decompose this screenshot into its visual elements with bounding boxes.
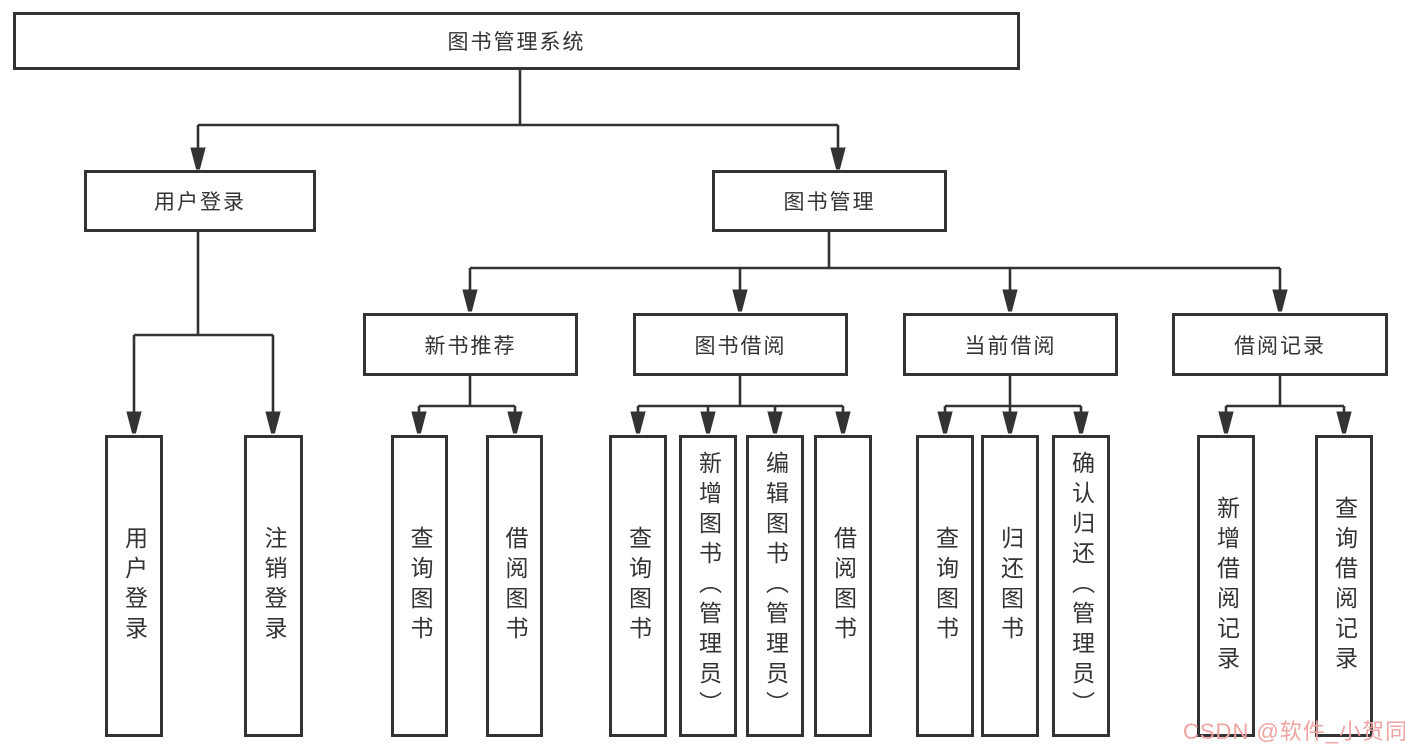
node-book-borrow: 图书借阅: [633, 313, 848, 376]
connector-current-borrow-children: [937, 376, 1089, 434]
connector-book-borrow-children: [630, 376, 851, 434]
connector-book-mgmt-children: [462, 232, 1288, 312]
leaf-cb-return-books: 归还图书: [981, 435, 1039, 737]
node-root: 图书管理系统: [13, 12, 1020, 70]
leaf-rec-query-books: 查询图书: [391, 435, 448, 737]
leaf-user-login: 用户登录: [105, 435, 163, 737]
leaf-br-add-record: 新增借阅记录: [1197, 435, 1255, 737]
csdn-watermark: CSDN @软件_小贺同学: [1183, 719, 1405, 744]
connector-user-login-children: [126, 232, 281, 434]
leaf-rec-query-books-label: 查询图书: [407, 526, 433, 646]
leaf-logout-label: 注销登录: [261, 526, 287, 646]
leaf-cb-confirm-return-admin: 确认归还（管理员）: [1052, 435, 1110, 737]
leaf-bb-add-books-admin-label: 新增图书（管理员）: [695, 451, 722, 721]
node-new-book-rec-label: 新书推荐: [424, 334, 517, 358]
leaf-br-query-record-label: 查询借阅记录: [1331, 496, 1358, 676]
node-book-mgmt: 图书管理: [712, 170, 947, 232]
leaf-rec-borrow-books-label: 借阅图书: [502, 526, 528, 646]
leaf-cb-return-books-label: 归还图书: [997, 526, 1024, 646]
leaf-br-query-record: 查询借阅记录: [1315, 435, 1373, 737]
leaf-user-login-label: 用户登录: [121, 526, 148, 646]
connector-root-to-level2: [190, 66, 846, 170]
node-book-borrow-label: 图书借阅: [694, 334, 787, 358]
node-borrow-record-label: 借阅记录: [1234, 334, 1326, 358]
leaf-cb-confirm-return-admin-label: 确认归还（管理员）: [1068, 451, 1095, 721]
node-current-borrow-label: 当前借阅: [964, 334, 1057, 358]
leaf-bb-borrow-books: 借阅图书: [814, 435, 872, 737]
leaf-bb-add-books-admin: 新增图书（管理员）: [679, 435, 737, 737]
leaf-br-add-record-label: 新增借阅记录: [1213, 496, 1240, 676]
node-user-login-label: 用户登录: [154, 191, 246, 214]
leaf-cb-query-books: 查询图书: [916, 435, 974, 737]
leaf-cb-query-books-label: 查询图书: [932, 526, 959, 646]
node-borrow-record: 借阅记录: [1172, 313, 1388, 376]
leaf-bb-query-books-label: 查询图书: [625, 526, 652, 646]
leaf-rec-borrow-books: 借阅图书: [486, 435, 543, 737]
leaf-bb-edit-books-admin: 编辑图书（管理员）: [746, 435, 804, 737]
connector-borrow-record-children: [1218, 376, 1352, 434]
node-book-mgmt-label: 图书管理: [783, 191, 876, 214]
leaf-bb-borrow-books-label: 借阅图书: [830, 526, 857, 646]
leaf-bb-query-books: 查询图书: [609, 435, 667, 737]
node-root-label: 图书管理系统: [447, 31, 586, 54]
connector-new-book-rec-children: [411, 376, 523, 434]
node-current-borrow: 当前借阅: [903, 313, 1118, 376]
leaf-logout: 注销登录: [244, 435, 303, 737]
leaf-bb-edit-books-admin-label: 编辑图书（管理员）: [762, 451, 789, 721]
node-new-book-rec: 新书推荐: [363, 313, 578, 376]
node-user-login: 用户登录: [84, 170, 316, 232]
